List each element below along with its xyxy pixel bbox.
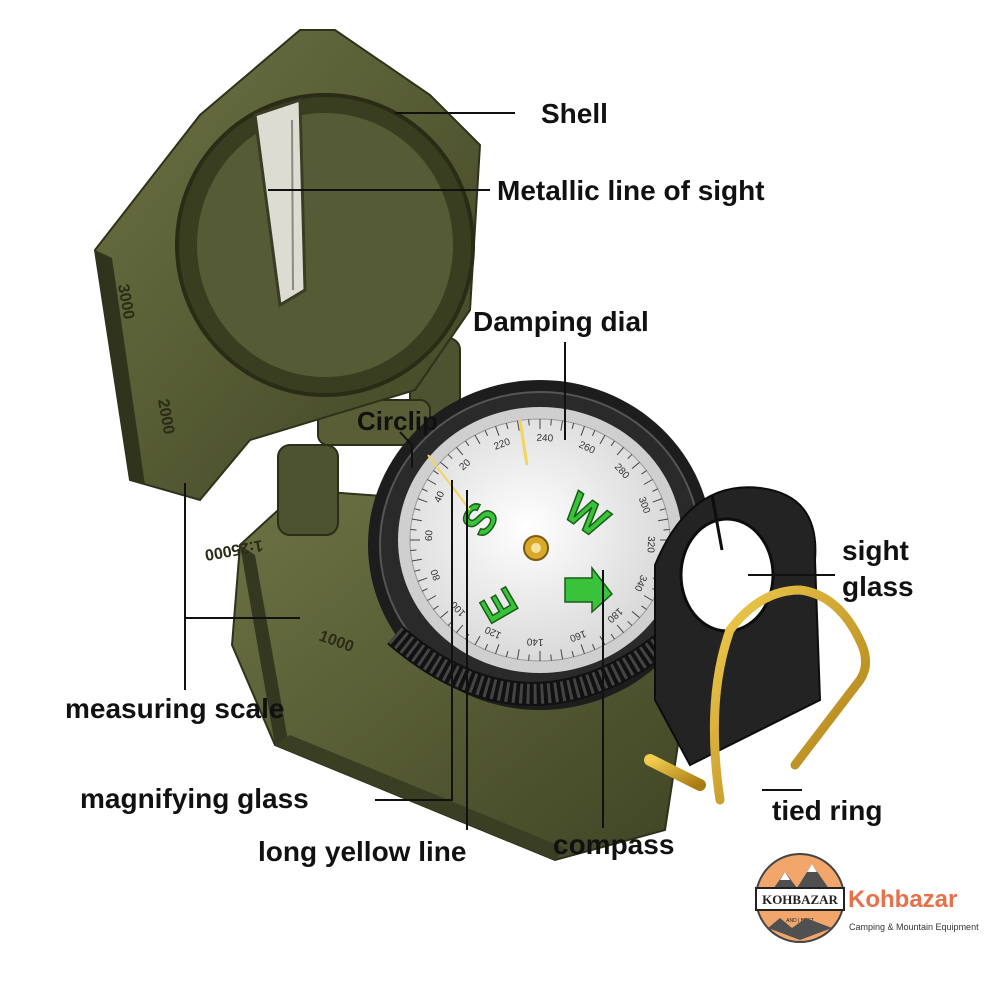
dial-number: 160 (568, 627, 588, 643)
dial-tick (421, 588, 428, 592)
dial-tick (411, 558, 422, 562)
dial-tick (610, 440, 615, 447)
dial-number: 220 (492, 436, 512, 452)
dial-tick (571, 422, 575, 430)
dial-tick (641, 470, 647, 475)
dial-tick (591, 430, 596, 436)
dial-tick (427, 479, 437, 485)
dial-tick (484, 430, 489, 436)
dial-tick (550, 419, 552, 426)
dial-tick (571, 650, 575, 658)
dial-tick (580, 644, 585, 654)
brand-tagline: Camping & Mountain Equipment (849, 922, 979, 932)
dial-tick (652, 488, 659, 492)
brand-name: Kohbazar (848, 886, 958, 913)
tied-ring (644, 585, 870, 805)
badge-text: KOHBAZAR (762, 892, 838, 907)
dial-tick (495, 644, 500, 654)
dial-tick (591, 644, 596, 650)
dial-tick (456, 624, 464, 634)
dial-number: 320 (645, 536, 657, 554)
dial-tick (599, 434, 606, 445)
dial-tick (641, 605, 647, 610)
dial-tick (627, 454, 633, 460)
dial-tick (474, 635, 481, 646)
dial-tick (465, 440, 470, 447)
dial-tick (421, 488, 428, 492)
dial-tick (643, 595, 653, 601)
dial-tick (433, 605, 439, 610)
label-damping-dial: Damping dial (473, 306, 649, 337)
label-shell: Shell (541, 98, 608, 129)
mountain-logo-icon: KOHBAZAR AND | BEST (755, 853, 845, 943)
label-measuring-scale: measuring scale (65, 693, 285, 724)
cover-shell (93, 29, 482, 502)
label-glass: glass (842, 571, 914, 602)
dial-tick (616, 624, 624, 634)
label-metallic-line-of-sight: Metallic line of sight (497, 175, 765, 206)
label-circlip: Circlip (357, 406, 438, 436)
label-tied-ring: tied ring (772, 795, 883, 826)
dial-tick (643, 479, 653, 485)
label-magnifying-glass: magnifying glass (80, 783, 309, 814)
dial-tick (631, 461, 640, 470)
dial-tick (433, 470, 439, 475)
label-long-yellow-line: long yellow line (258, 836, 467, 867)
scale-mark-3000: 3000 (114, 283, 137, 321)
dial-tick (652, 498, 663, 503)
dial-tick (414, 569, 421, 572)
dial-number: 240 (536, 433, 554, 445)
dial-tick (417, 577, 428, 582)
scale-mark-2000: 2000 (154, 398, 177, 436)
dial-tick (663, 528, 670, 531)
dial-number: 80 (429, 567, 443, 582)
dial-number: 140 (526, 636, 544, 648)
dial-tick (474, 434, 481, 445)
long-yellow-line (427, 454, 471, 511)
dial-tick (427, 595, 437, 601)
dial-tick (550, 654, 552, 661)
dial-number: 60 (424, 529, 435, 541)
label-sight: sight (842, 535, 909, 566)
dial-tick (610, 633, 615, 640)
dial-tick (528, 419, 530, 426)
dial-tick (560, 649, 564, 660)
dial-tick (516, 420, 520, 431)
dial-tick (560, 420, 564, 431)
dial-tick (495, 426, 500, 436)
dial-tick (658, 518, 669, 522)
dial-tick (616, 446, 624, 456)
yellow-line (518, 419, 529, 466)
dial-tick (505, 422, 509, 430)
dial-tick (447, 454, 453, 460)
dial-tick (505, 650, 509, 658)
dial-tick (631, 610, 640, 619)
dial-tick (528, 654, 530, 661)
dial-tick (627, 620, 633, 626)
label-compass: compass (553, 829, 675, 860)
dial-tick (456, 446, 464, 456)
dial-tick (410, 549, 417, 552)
dial-tick (440, 610, 449, 619)
dial-tick (484, 644, 489, 650)
dial-tick (411, 518, 422, 522)
badge-subtext: AND | BEST (786, 918, 814, 924)
dial-tick (516, 649, 520, 660)
dial-number: 40 (433, 489, 448, 504)
dial-tick (580, 426, 585, 436)
dial-tick (659, 508, 666, 511)
dial-tick (414, 508, 421, 511)
dial-tick (417, 498, 428, 503)
dial-tick (410, 528, 417, 531)
leader-lines (184, 112, 835, 830)
dial-tick (440, 461, 449, 470)
